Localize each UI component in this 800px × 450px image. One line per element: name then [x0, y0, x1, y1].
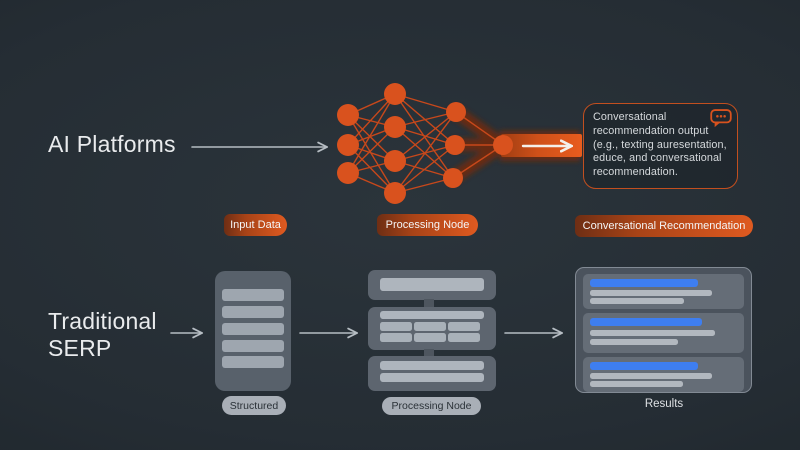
- ai-platforms-title: AI Platforms: [48, 131, 176, 157]
- network-node: [446, 102, 466, 122]
- neural-network: [337, 83, 513, 204]
- result-title-bar: [590, 362, 698, 370]
- traditional-serp-title: Traditional SERP: [48, 308, 157, 361]
- processing-stack-bottom: [368, 356, 496, 391]
- network-node: [445, 135, 465, 155]
- skeleton-bar: [222, 340, 284, 352]
- result-title-bar: [590, 318, 702, 326]
- network-node: [337, 162, 359, 184]
- skeleton-cell: [380, 322, 412, 331]
- network-nodes: [337, 83, 513, 204]
- skeleton-bar: [380, 278, 484, 291]
- label-processing-node-ai: Processing Node: [377, 214, 478, 236]
- network-node: [384, 116, 406, 138]
- skeleton-cell: [448, 333, 480, 342]
- result-text-bar: [590, 298, 684, 304]
- network-node: [384, 182, 406, 204]
- result-card: [583, 274, 744, 309]
- skeleton-bar: [222, 356, 284, 368]
- result-text-bar: [590, 290, 712, 296]
- skeleton-cell: [448, 322, 480, 331]
- skeleton-bar: [380, 311, 484, 319]
- network-node: [493, 135, 513, 155]
- network-node: [337, 104, 359, 126]
- result-card: [583, 357, 744, 392]
- skeleton-cell: [414, 333, 446, 342]
- result-text-bar: [590, 373, 712, 379]
- label-results: Results: [644, 398, 684, 410]
- chat-ellipsis-icon: [710, 109, 732, 128]
- skeleton-cell: [414, 322, 446, 331]
- result-card: [583, 313, 744, 353]
- processing-stack-top: [368, 270, 496, 300]
- result-text-bar: [590, 339, 678, 345]
- processing-stack-middle: [368, 307, 496, 350]
- label-input-data: Input Data: [224, 214, 287, 236]
- network-node: [384, 83, 406, 105]
- network-node: [337, 134, 359, 156]
- network-node: [384, 150, 406, 172]
- result-text-bar: [590, 381, 683, 387]
- structured-data-box: [215, 271, 291, 391]
- flow-arrows: [170, 147, 561, 333]
- results-box: [575, 267, 752, 393]
- result-text-bar: [590, 330, 715, 336]
- label-structured: Structured: [222, 396, 286, 415]
- stack-connector: [424, 349, 434, 357]
- stack-connector: [424, 299, 434, 308]
- label-processing-node-serp: Processing Node: [382, 397, 481, 415]
- skeleton-bar: [222, 323, 284, 335]
- skeleton-bar: [222, 289, 284, 301]
- skeleton-bar: [380, 373, 484, 382]
- label-conversational-recommendation: Conversational Recommendation: [575, 215, 753, 237]
- result-title-bar: [590, 279, 698, 287]
- conversational-output-text: Conversational recommendation output (e.…: [593, 111, 727, 179]
- skeleton-cell: [380, 333, 412, 342]
- skeleton-bar: [380, 361, 484, 370]
- skeleton-bar: [222, 306, 284, 318]
- network-node: [443, 168, 463, 188]
- conversational-output-box: Conversational recommendation output (e.…: [583, 103, 738, 189]
